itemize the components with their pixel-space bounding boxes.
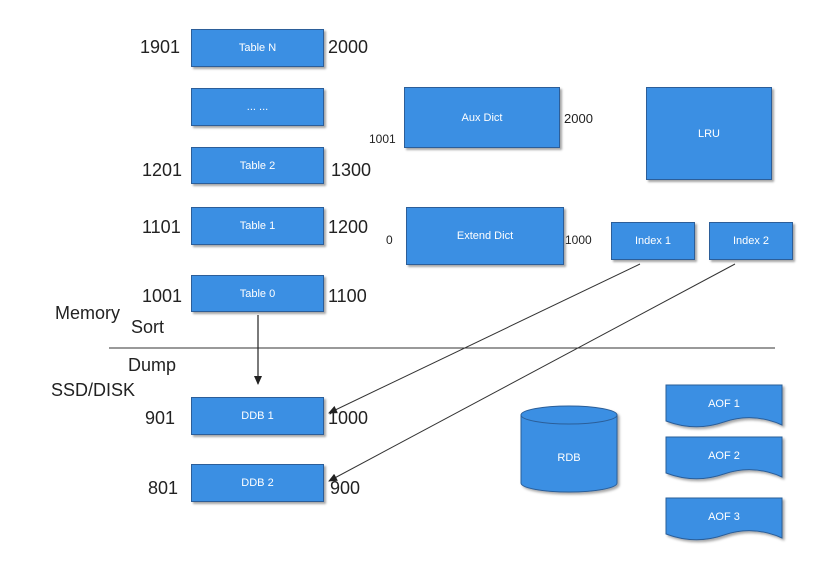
ddb-1-end: 1000 bbox=[328, 408, 369, 428]
table-0-box: Table 0 bbox=[191, 275, 324, 312]
index-1-to-ddb-1-arrow bbox=[328, 263, 641, 414]
index-2-box: Index 2 bbox=[709, 222, 793, 260]
table-0-label: Table 0 bbox=[239, 287, 276, 300]
extend-dict-start: 0 bbox=[386, 233, 393, 247]
table-ellipsis-label: ... ... bbox=[246, 101, 269, 113]
table-2-label: Table 2 bbox=[239, 159, 276, 172]
aux-dict-label: Aux Dict bbox=[461, 111, 503, 124]
table-n-end: 2000 bbox=[328, 37, 369, 57]
index-2-to-ddb-2-arrow bbox=[328, 263, 736, 482]
extend-dict-end: 1000 bbox=[565, 233, 592, 247]
table-2-box: Table 2 bbox=[191, 147, 324, 184]
table-n-label: Table N bbox=[238, 42, 277, 54]
rdb-label: RDB bbox=[557, 452, 581, 464]
ddb-2-end: 900 bbox=[330, 478, 361, 498]
aof-2-label: AOF 2 bbox=[708, 450, 740, 462]
memory-label: Memory bbox=[55, 303, 121, 323]
aux-dict-end: 2000 bbox=[564, 111, 593, 126]
index-2-label: Index 2 bbox=[732, 235, 770, 247]
ddb-2-start: 801 bbox=[148, 478, 179, 498]
lru-box: LRU bbox=[646, 87, 772, 180]
index-1-label: Index 1 bbox=[634, 235, 672, 247]
table-2-end: 1300 bbox=[331, 160, 372, 180]
table-1-box: Table 1 bbox=[191, 207, 324, 245]
aof-3-document-icon bbox=[665, 497, 783, 541]
aux-dict-start: 1001 bbox=[369, 132, 396, 146]
aof-3-label: AOF 3 bbox=[708, 511, 740, 523]
aof-2-document-icon bbox=[665, 436, 783, 480]
aux-dict-box: Aux Dict bbox=[404, 87, 560, 148]
ddb-2-box: DDB 2 bbox=[191, 464, 324, 502]
ddb-1-label: DDB 1 bbox=[241, 410, 274, 422]
extend-dict-box: Extend Dict bbox=[406, 207, 564, 265]
extend-dict-label: Extend Dict bbox=[456, 230, 514, 242]
table-0-end: 1100 bbox=[328, 286, 367, 306]
table-1-end: 1200 bbox=[328, 217, 369, 237]
ddb-1-box: DDB 1 bbox=[191, 397, 324, 435]
table-1-start: 1101 bbox=[142, 217, 181, 237]
index-1-box: Index 1 bbox=[611, 222, 695, 260]
sort-label: Sort bbox=[131, 317, 165, 337]
aof-1-document-icon bbox=[665, 384, 783, 428]
table-ellipsis-box: ... ... bbox=[191, 88, 324, 126]
aof-1-label: AOF 1 bbox=[708, 398, 740, 410]
table-0-start: 1001 bbox=[142, 286, 183, 306]
lru-label: LRU bbox=[697, 127, 720, 140]
table-n-start: 1901 bbox=[140, 37, 181, 57]
ssd-disk-label: SSD/DISK bbox=[51, 380, 136, 400]
table-2-start: 1201 bbox=[142, 160, 183, 180]
ddb-1-start: 901 bbox=[145, 408, 176, 428]
ddb-2-label: DDB 2 bbox=[241, 477, 274, 489]
table-1-label: Table 1 bbox=[239, 220, 276, 232]
dump-label: Dump bbox=[128, 355, 177, 375]
table-n-box: Table N bbox=[191, 29, 324, 67]
rdb-cylinder-icon bbox=[520, 405, 618, 493]
